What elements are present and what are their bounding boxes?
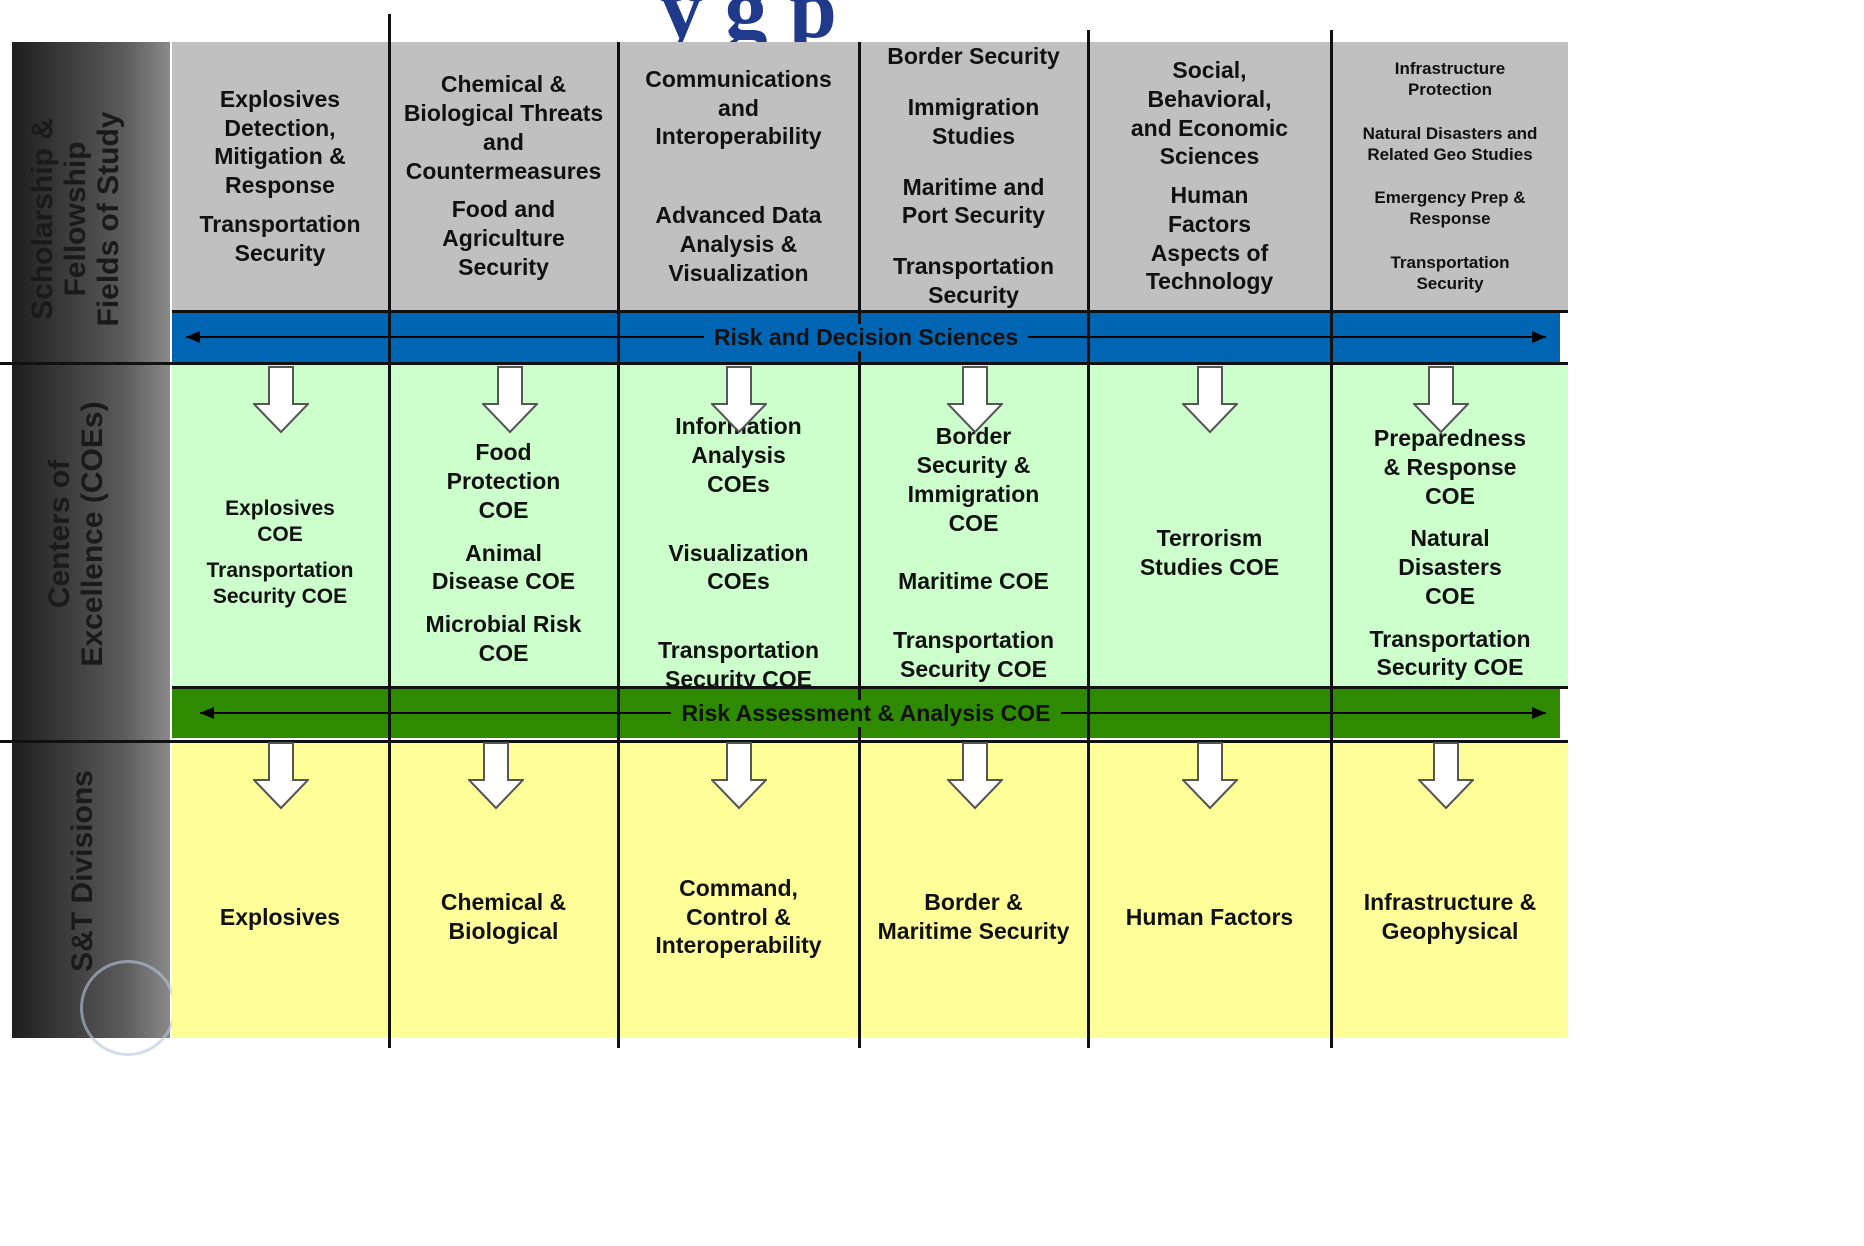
down-arrow-icon <box>1182 742 1238 810</box>
division-item: Infrastructure & Geophysical <box>1363 889 1537 944</box>
division-item: Chemical & Biological <box>440 889 567 944</box>
down-arrow-icon <box>947 366 1003 434</box>
column-divider <box>388 14 391 1048</box>
down-arrow-icon <box>253 742 309 810</box>
coe-item: Animal Disease COE <box>431 539 576 595</box>
field-of-study-item: Emergency Prep & Response <box>1374 188 1526 229</box>
row-divider <box>0 362 1568 365</box>
column-divider <box>617 42 620 1048</box>
field-of-study-item: Advanced Data Analysis & Visualization <box>655 202 822 286</box>
risk-decision-sciences-band: Risk and Decision Sciences <box>172 312 1560 362</box>
division-item: Human Factors <box>1125 903 1294 930</box>
division-cell: Chemical & Biological <box>390 740 617 1038</box>
coe-cell: Terrorism Studies COE <box>1089 364 1330 686</box>
row-label-coes: Centers of Excellence (COEs) <box>43 401 109 667</box>
coe-item: Microbial Risk COE <box>425 611 582 666</box>
row-divider <box>172 310 1568 313</box>
division-item: Explosives <box>219 903 341 930</box>
row-divider <box>0 740 1568 743</box>
row-label-sidebar: Scholarship & Fellowship Fields of Study… <box>12 42 170 1038</box>
coe-item: Visualization COEs <box>668 539 809 595</box>
coe-item: Border Security & Immigration COE <box>907 423 1040 536</box>
coe-item: Terrorism Studies COE <box>1139 525 1280 580</box>
coe-item: Preparedness & Response COE <box>1373 425 1527 509</box>
coe-item: Transportation Security COE <box>1369 625 1531 681</box>
row-label-divisions: S&T Divisions <box>66 770 99 972</box>
risk-assessment-label: Risk Assessment & Analysis COE <box>671 699 1061 727</box>
coe-item: Natural Disasters COE <box>1398 525 1502 609</box>
down-arrow-icon <box>711 742 767 810</box>
field-of-study-item: Infrastructure Protection <box>1394 59 1506 100</box>
coe-item: Transportation Security COE <box>892 627 1054 682</box>
coe-item: Explosives COE <box>225 496 335 546</box>
down-arrow-icon <box>1418 742 1474 810</box>
row-label-fields: Scholarship & Fellowship Fields of Study <box>26 111 125 327</box>
field-of-study-cell: Explosives Detection, Mitigation & Respo… <box>172 42 388 310</box>
risk-assessment-band: Risk Assessment & Analysis COE <box>172 688 1560 738</box>
column-divider <box>1330 30 1333 1048</box>
field-of-study-item: Transportation Security <box>892 253 1054 308</box>
down-arrow-icon <box>253 366 309 434</box>
field-of-study-item: Human Factors Aspects of Technology <box>1145 182 1274 295</box>
field-of-study-item: Explosives Detection, Mitigation & Respo… <box>214 85 346 198</box>
field-of-study-item: Maritime and Port Security <box>901 173 1046 229</box>
field-of-study-item: Border Security <box>887 43 1060 70</box>
field-of-study-item: Natural Disasters and Related Geo Studie… <box>1362 123 1538 164</box>
field-of-study-item: Transportation Security <box>199 210 361 266</box>
down-arrow-icon <box>711 366 767 434</box>
field-of-study-item: Food and Agriculture Security <box>442 196 565 280</box>
coe-item: Information Analysis COEs <box>675 413 802 497</box>
row-divider <box>172 686 1568 689</box>
field-of-study-item: Communications and Interoperability <box>645 65 832 150</box>
division-item: Command, Control & Interoperability <box>655 874 822 959</box>
down-arrow-icon <box>482 366 538 434</box>
field-of-study-item: Immigration Studies <box>907 94 1040 149</box>
coe-item: Transportation Security COE <box>206 559 354 609</box>
coe-item: Transportation Security COE <box>657 637 819 692</box>
down-arrow-icon <box>1182 366 1238 434</box>
coe-item: Maritime COE <box>898 568 1049 595</box>
column-divider <box>1087 30 1090 1048</box>
coe-item: Food Protection COE <box>446 439 561 523</box>
down-arrow-icon <box>947 742 1003 810</box>
field-of-study-cell: Social, Behavioral, and Economic Science… <box>1089 42 1330 310</box>
field-of-study-item: Chemical & Biological Threats and Counte… <box>403 71 604 184</box>
down-arrow-icon <box>468 742 524 810</box>
dhs-seal-watermark <box>80 960 176 1056</box>
risk-decision-sciences-label: Risk and Decision Sciences <box>703 323 1029 351</box>
field-of-study-item: Social, Behavioral, and Economic Science… <box>1130 57 1289 170</box>
field-of-study-cell: Chemical & Biological Threats and Counte… <box>390 42 617 310</box>
field-of-study-item: Transportation Security <box>1390 252 1510 293</box>
division-item: Border & Maritime Security <box>877 889 1070 944</box>
down-arrow-icon <box>1413 366 1469 434</box>
column-divider <box>858 42 861 1048</box>
